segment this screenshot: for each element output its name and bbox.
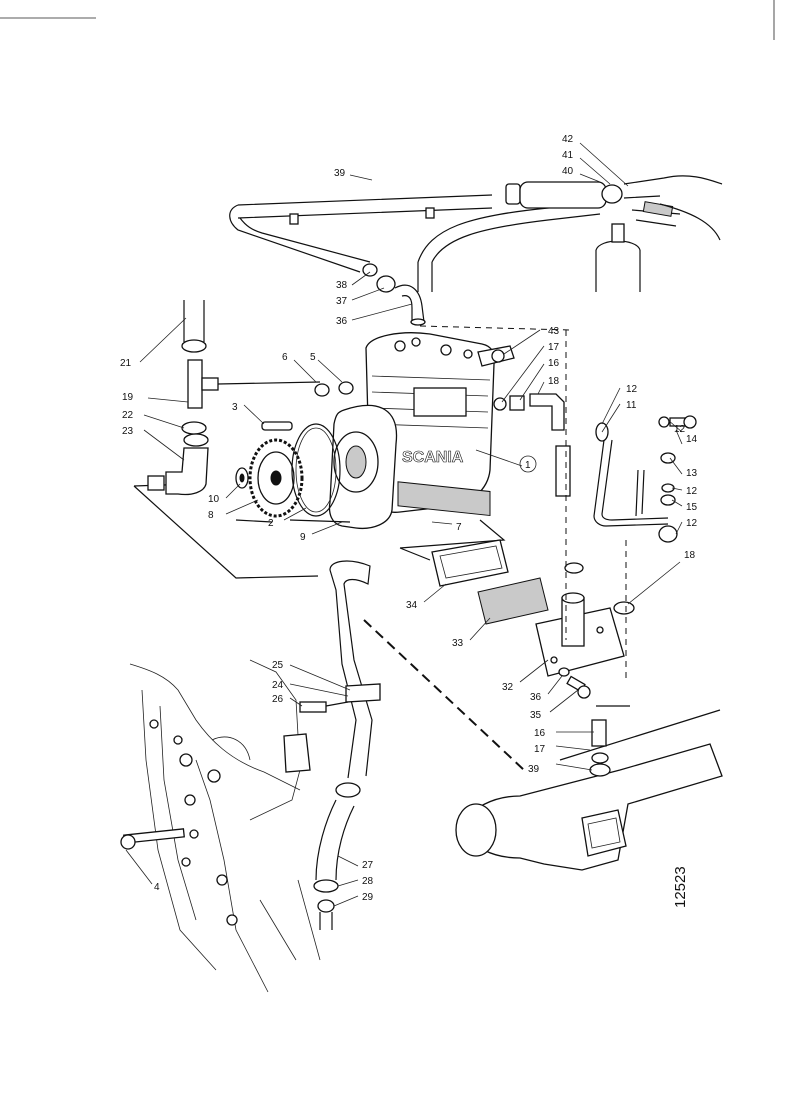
callout-26: 25 [272,660,284,671]
callout-31: 32 [502,682,514,693]
callout-11: 11 [626,400,637,411]
boundary-lines [419,325,627,680]
callout-27: 26 [272,694,284,705]
callout-35: 36 [530,692,542,703]
callout-13: 13 [686,468,698,479]
callout-43: 43 [548,326,560,337]
callout-labels: 42 41 40 39 38 37 36 43 17 16 18 21 6 5 … [120,134,698,903]
drawing-number: 12523 [672,848,692,908]
callout-37: 37 [336,296,348,307]
callout-25: 24 [272,680,284,691]
callout-12b: 12 [674,424,686,435]
callout-12d: 12 [686,518,698,529]
hose-40-assembly [505,175,723,241]
intake-cover-31 [535,562,625,677]
brand-mark: SCANIA [402,449,464,466]
gear-8 [248,438,304,518]
callout-8: 8 [208,510,214,521]
drawing-number-text: 12523 [672,866,689,908]
callout-12c: 12 [686,486,698,497]
callout-41: 41 [562,150,574,161]
callout-4: 4 [154,882,160,893]
left-tee-assembly [147,300,321,496]
callout-36: 36 [336,316,348,327]
banjo-bolt-14 [658,415,697,429]
callout-22: 21 [120,358,132,369]
callout-34: 35 [530,710,542,721]
gasket-33 [431,539,509,587]
callout-1: 1 [525,460,531,471]
callout-12a: 12 [626,384,638,395]
callout-29: 28 [362,876,374,887]
engine-block [120,659,321,993]
air-tank [595,223,641,292]
callout-15: 15 [686,502,698,513]
leader-lines [125,142,683,907]
clamp-19 [613,601,635,615]
stud-3 [261,421,293,431]
callout-16b: 16 [534,728,546,739]
callout-3: 3 [232,402,238,413]
callout-32: 33 [452,638,464,649]
filter-32 [477,577,549,625]
callout-18: 18 [548,376,560,387]
dash-leader [363,619,525,771]
callout-24: 22 [122,410,134,421]
callout-39b: 39 [528,764,540,775]
callout-19: 18 [684,550,696,561]
delivery-pipe [229,194,601,292]
registration-marks [0,0,775,40]
callout-42: 42 [562,134,574,145]
gasket-2 [291,423,341,517]
callout-38: 38 [336,280,348,291]
callout-14: 14 [686,434,698,445]
bolt-34 [558,667,591,699]
callout-7: 7 [456,522,462,533]
elbow-36 [362,263,426,326]
callout-6: 6 [282,352,288,363]
callout-2: 2 [268,518,274,529]
callout-5: 5 [310,352,316,363]
nuts-5-6 [314,381,354,397]
callout-39: 39 [334,168,346,179]
intake-manifold [455,709,723,871]
washers-12-13-15 [658,452,678,543]
callout-16a: 16 [548,358,560,369]
callout-17a: 17 [548,342,560,353]
pipe-11 [593,422,669,527]
callout-17b: 17 [534,744,546,755]
washer-10 [235,467,249,489]
hose-26 [299,560,381,779]
hose-28 [313,782,361,930]
callout-30: 29 [362,892,374,903]
callout-23: 23 [122,426,134,437]
callout-9: 9 [300,532,306,543]
unloader-fittings [493,393,571,497]
callout-28: 27 [362,860,374,871]
compressor-body: SCANIA [328,332,515,530]
callout-40: 40 [562,166,574,177]
fittings-16-17 [589,705,630,777]
callout-33: 34 [406,600,418,611]
callout-21: 19 [122,392,134,403]
callout-1-circle [519,455,537,473]
callout-10: 10 [208,494,220,505]
